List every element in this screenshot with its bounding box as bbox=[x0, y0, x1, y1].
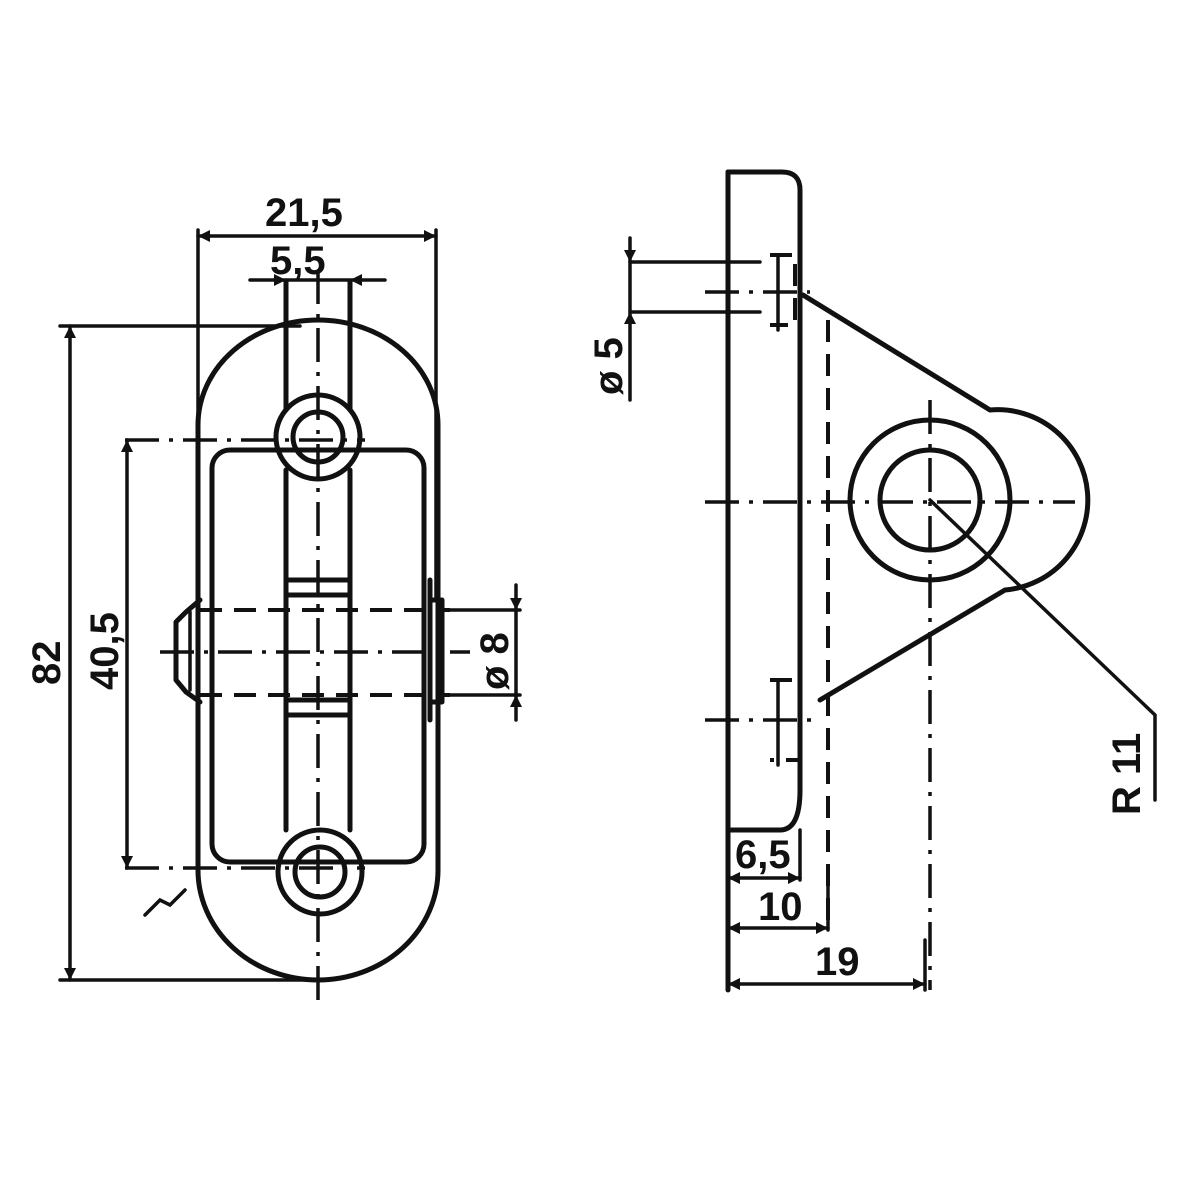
side-view bbox=[705, 169, 1157, 993]
scribble-mark bbox=[143, 888, 187, 917]
dim-hole-spacing: 40,5 bbox=[83, 612, 127, 690]
front-view bbox=[125, 270, 470, 1010]
front-body-outline bbox=[195, 317, 441, 983]
dim-overall-depth: 19 bbox=[815, 940, 860, 984]
dim-overall-width: 21,5 bbox=[265, 191, 343, 235]
dim-pin-diameter: ø 8 bbox=[473, 632, 517, 690]
dim-plate-thickness: 6,5 bbox=[735, 833, 791, 877]
dim-overall-height: 82 bbox=[25, 641, 69, 686]
dim-slot-width: 5,5 bbox=[270, 239, 326, 283]
side-plate-outline bbox=[725, 169, 803, 833]
dim-hole-diameter: ø 5 bbox=[587, 337, 631, 395]
dim-depth: 10 bbox=[758, 885, 803, 929]
dim-radius: R 11 bbox=[1105, 733, 1149, 815]
side-lug-outline bbox=[800, 292, 1091, 703]
bottom-screw-hole bbox=[275, 827, 365, 917]
front-dimensions: 21,5 5,5 82 40,5 ø 8 bbox=[25, 191, 522, 982]
side-dimensions: ø 5 R 11 6,5 10 19 bbox=[587, 236, 1149, 992]
